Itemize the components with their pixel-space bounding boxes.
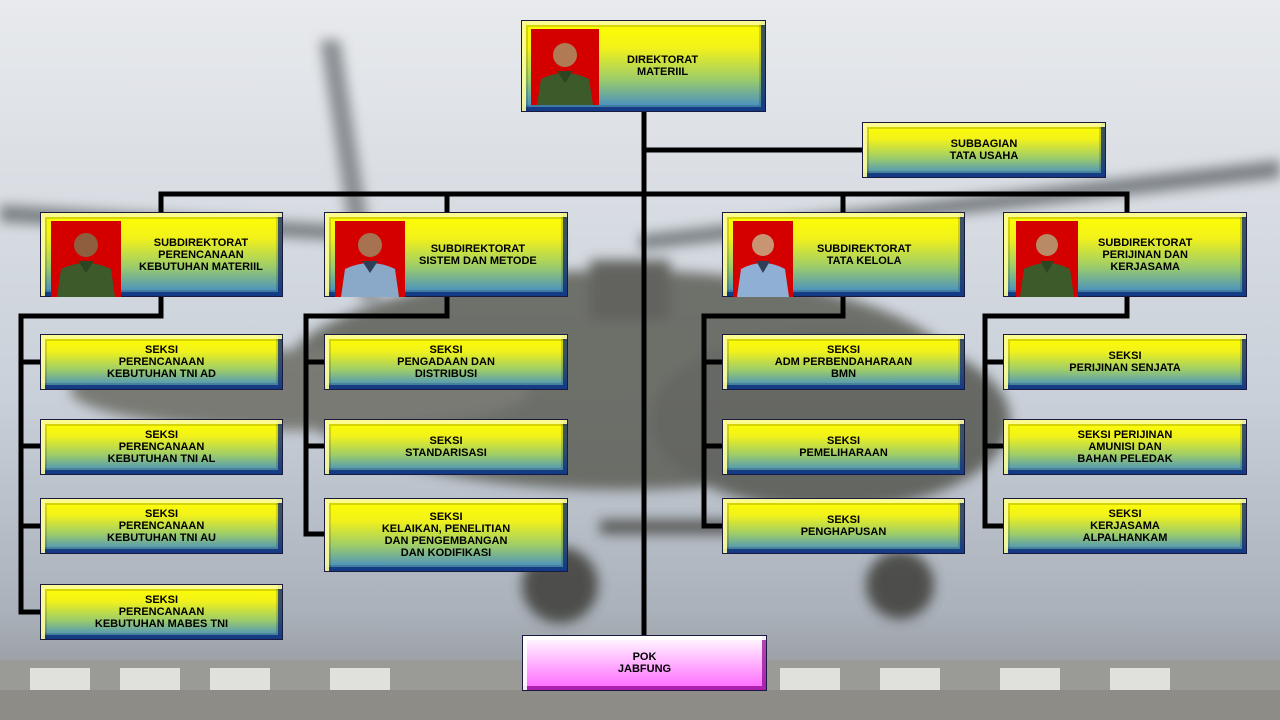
seksi-kelaikan-penelitian: SEKSI KELAIKAN, PENELITIAN DAN PENGEMBAN… [324, 498, 568, 572]
subdir-2-label: SUBDIREKTORAT SISTEM DAN METODE [419, 242, 537, 267]
seksi-label: SEKSI PERIJINAN SENJATA [1069, 350, 1181, 374]
seksi-standarisasi: SEKSI STANDARISASI [324, 419, 568, 475]
seksi-kerjasama-alpalhankam: SEKSI KERJASAMA ALPALHANKAM [1003, 498, 1247, 554]
subdir-4-photo [1016, 221, 1078, 297]
subdir-3-label: SUBDIREKTORAT TATA KELOLA [817, 242, 912, 267]
seksi-kebutuhan-tni-au: SEKSI PERENCANAAN KEBUTUHAN TNI AU [40, 498, 283, 554]
subdirektorat-tata-kelola-box: SUBDIREKTORAT TATA KELOLA [722, 212, 965, 297]
pok-jabfung-box: POK JABFUNG [522, 635, 767, 691]
direktorat-materiil-label: DIREKTORAT MATERIIL [627, 54, 699, 78]
subdir-1-label: SUBDIREKTORAT PERENCANAAN KEBUTUHAN MATE… [139, 236, 263, 273]
seksi-pemeliharaan: SEKSI PEMELIHARAAN [722, 419, 965, 475]
seksi-pengadaan-distribusi: SEKSI PENGADAAN DAN DISTRIBUSI [324, 334, 568, 390]
pok-jabfung-label: POK JABFUNG [617, 651, 672, 675]
subdir-3-photo [733, 221, 793, 297]
seksi-kebutuhan-tni-ad: SEKSI PERENCANAAN KEBUTUHAN TNI AD [40, 334, 283, 390]
seksi-kebutuhan-mabes-tni: SEKSI PERENCANAAN KEBUTUHAN MABES TNI [40, 584, 283, 640]
seksi-label: SEKSI PEMELIHARAAN [799, 435, 888, 459]
direktorat-materiil-box: DIREKTORAT MATERIIL [521, 20, 766, 112]
seksi-adm-perbendaharaan: SEKSI ADM PERBENDAHARAAN BMN [722, 334, 965, 390]
seksi-label: SEKSI ADM PERBENDAHARAAN BMN [774, 344, 913, 380]
subdirektorat-sistem-box: SUBDIREKTORAT SISTEM DAN METODE [324, 212, 568, 297]
seksi-label: SEKSI PERENCANAAN KEBUTUHAN MABES TNI [94, 594, 229, 630]
seksi-label: SEKSI PENGHAPUSAN [800, 514, 887, 538]
subdirektorat-perencanaan-box: SUBDIREKTORAT PERENCANAAN KEBUTUHAN MATE… [40, 212, 283, 297]
subbagian-tata-usaha-box: SUBBAGIAN TATA USAHA [862, 122, 1106, 178]
subdirektorat-perijinan-box: SUBDIREKTORAT PERIJINAN DAN KERJASAMA [1003, 212, 1247, 297]
director-photo [531, 29, 599, 105]
seksi-perijinan-senjata: SEKSI PERIJINAN SENJATA [1003, 334, 1247, 390]
seksi-kebutuhan-tni-al: SEKSI PERENCANAAN KEBUTUHAN TNI AL [40, 419, 283, 475]
subdir-1-photo [51, 221, 121, 297]
seksi-penghapusan: SEKSI PENGHAPUSAN [722, 498, 965, 554]
seksi-label: SEKSI PERENCANAAN KEBUTUHAN TNI AU [107, 508, 216, 544]
seksi-label: SEKSI PERENCANAAN KEBUTUHAN TNI AD [107, 344, 216, 380]
seksi-label: SEKSI KERJASAMA ALPALHANKAM [1082, 508, 1168, 544]
subdir-2-photo [335, 221, 405, 297]
seksi-label: SEKSI PERIJINAN AMUNISI DAN BAHAN PELEDA… [1077, 429, 1173, 465]
seksi-label: SEKSI PENGADAAN DAN DISTRIBUSI [397, 344, 495, 380]
subdir-4-label: SUBDIREKTORAT PERIJINAN DAN KERJASAMA [1098, 236, 1193, 273]
seksi-perijinan-amunisi: SEKSI PERIJINAN AMUNISI DAN BAHAN PELEDA… [1003, 419, 1247, 475]
seksi-label: SEKSI PERENCANAAN KEBUTUHAN TNI AL [107, 429, 216, 465]
seksi-label: SEKSI STANDARISASI [405, 435, 487, 459]
seksi-label: SEKSI KELAIKAN, PENELITIAN DAN PENGEMBAN… [381, 511, 511, 559]
subbagian-tata-usaha-label: SUBBAGIAN TATA USAHA [949, 138, 1019, 162]
